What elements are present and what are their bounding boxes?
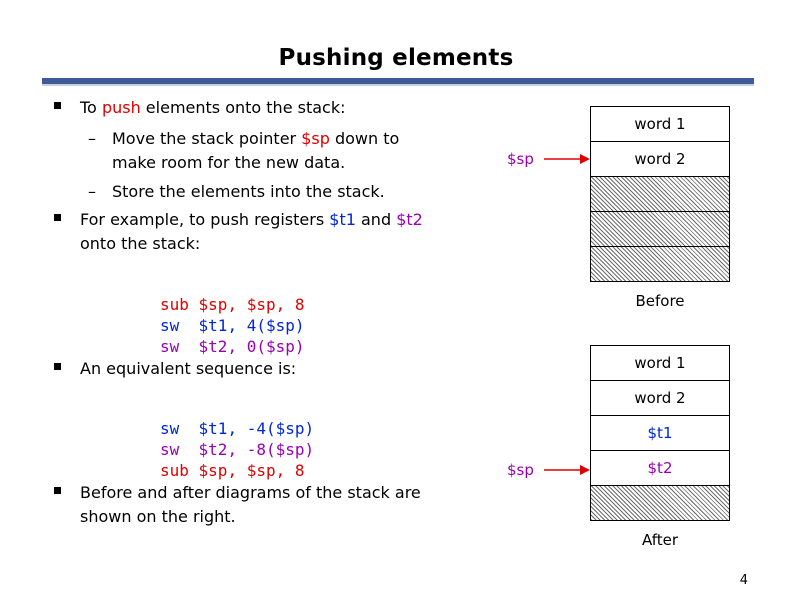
bullet-text: onto the stack: [80,234,201,253]
t1-register: $t1 [329,210,356,229]
stack-cell: word 2 [590,141,730,177]
t2-register: $t2 [396,210,423,229]
bullet-text: Move the stack pointer [112,129,302,148]
stack-cell-empty [590,176,730,212]
square-bullet-icon [54,487,61,494]
stack-cell-t1: $t1 [590,415,730,451]
title-rule [42,78,754,86]
square-bullet-icon [54,214,61,221]
stack-cell-empty [590,246,730,282]
bullet-text: down to [329,129,400,148]
bullet-text: To [80,98,102,117]
bullet-text: and [355,210,397,229]
code-line: sub $sp, $sp, 8 [160,295,305,314]
code-block-1: sub $sp, $sp, 8 sw $t1, 4($sp) sw $t2, 0($… [160,273,305,378]
bullet-text: elements onto the stack: [140,98,346,117]
sp-register: $sp [301,129,330,148]
stack-after: word 1 word 2 $t1 $t2 [590,345,730,521]
stack-cell: word 1 [590,106,730,142]
dash-bullet-icon: – [88,129,96,148]
stack-cell-empty [590,211,730,247]
bullet-text: Before and after diagrams of the stack a… [80,483,421,502]
bullet-text: make room for the new data. [112,153,346,172]
stack-cell: word 2 [590,380,730,416]
pointer-arrow-icon [544,465,590,475]
stack-cell: word 1 [590,345,730,381]
page-number: 4 [739,573,748,588]
stack-cell-empty [590,485,730,521]
bullet-text: For example, to push registers [80,210,330,229]
square-bullet-icon [54,363,61,370]
code-line: sub $sp, $sp, 8 [160,461,305,480]
code-block-2: sw $t1, -4($sp) sw $t2, -8($sp) sub $sp, $… [160,397,314,502]
code-line: sw $t1, -4($sp) [160,419,315,438]
slide-title: Pushing elements [278,45,514,71]
square-bullet-icon [54,102,61,109]
stack-cell-t2: $t2 [590,450,730,486]
dash-bullet-icon: – [88,182,96,201]
pointer-arrow-icon [544,154,590,164]
sp-pointer-label-after: $sp [507,461,534,479]
stack-caption-after: After [641,531,679,549]
push-keyword: push [101,98,141,117]
code-line: sw $t2, -8($sp) [160,440,315,459]
sp-pointer-label-before: $sp [507,150,534,168]
bullet-text: shown on the right. [80,507,236,526]
stack-before: word 1 word 2 [590,106,730,282]
stack-caption-before: Before [635,292,685,310]
code-line: sw $t2, 0($sp) [160,337,305,356]
code-line: sw $t1, 4($sp) [160,316,305,335]
